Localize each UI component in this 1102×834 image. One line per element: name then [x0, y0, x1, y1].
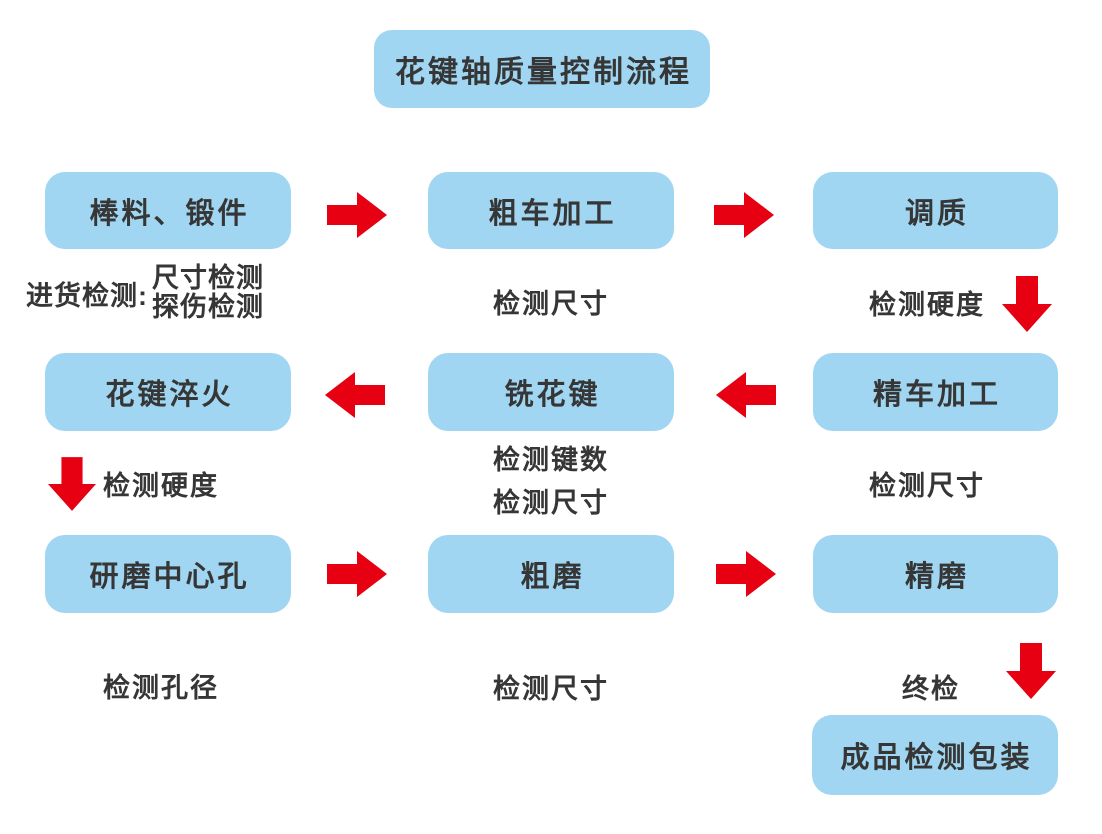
incoming-inspection-items: 尺寸检测 探伤检测: [152, 264, 264, 322]
arrow-right-icon: [716, 551, 776, 597]
node-rough-turning: 粗车加工: [428, 172, 674, 249]
node-quench-temper: 调质: [813, 172, 1058, 249]
annotation-after-fine-grinding: 终检: [902, 674, 960, 704]
node-spline-quench-label: 花键淬火: [105, 379, 234, 411]
node-rough-grinding: 粗磨: [428, 535, 674, 613]
annotation-after-quench-temper: 检测硬度: [869, 290, 985, 320]
node-raw-material-label: 棒料、锻件: [89, 197, 250, 230]
arrow-down-icon: [48, 456, 96, 512]
annotation-line: 检测尺寸: [493, 488, 609, 518]
incoming-inspection-prefix: 进货检测:: [26, 280, 148, 311]
arrow-left-icon: [325, 372, 385, 418]
page-title: 花键轴质量控制流程: [395, 56, 692, 89]
annotation-after-grind-center-hole: 检测孔径: [103, 673, 219, 703]
annotation-after-spline-quench: 检测硬度: [103, 471, 219, 501]
node-finish-turning-label: 精车加工: [872, 379, 1001, 411]
arrow-down-icon: [1006, 643, 1056, 699]
node-fine-grinding: 精磨: [813, 535, 1058, 613]
annotation-after-rough-turning: 检测尺寸: [493, 289, 609, 319]
incoming-inspection-item: 尺寸检测: [152, 263, 264, 293]
node-spline-milling-label: 铣花键: [504, 379, 601, 411]
title-box: 花键轴质量控制流程: [374, 30, 710, 108]
node-fine-grinding-label: 精磨: [904, 561, 969, 593]
annotation-incoming-inspection: 进货检测: 尺寸检测 探伤检测: [26, 262, 264, 324]
annotation-line: 检测键数: [493, 445, 609, 475]
annotation-after-spline-milling: 检测键数 检测尺寸: [428, 439, 674, 525]
node-spline-quench: 花键淬火: [45, 353, 291, 431]
node-final-inspection-packaging: 成品检测包装: [812, 715, 1058, 795]
arrow-right-icon: [714, 192, 774, 238]
arrow-right-icon: [327, 192, 387, 238]
node-grind-center-hole: 研磨中心孔: [45, 535, 291, 613]
annotation-after-rough-grinding: 检测尺寸: [493, 674, 609, 704]
arrow-down-icon: [1002, 276, 1052, 332]
arrow-left-icon: [716, 372, 776, 418]
node-spline-milling: 铣花键: [428, 353, 674, 431]
incoming-inspection-item: 探伤检测: [152, 292, 264, 322]
node-grind-center-hole-label: 研磨中心孔: [89, 561, 250, 593]
node-rough-turning-label: 粗车加工: [488, 197, 617, 230]
annotation-after-finish-turning: 检测尺寸: [869, 471, 985, 501]
node-final-inspection-packaging-label: 成品检测包装: [840, 742, 1033, 774]
node-finish-turning: 精车加工: [813, 353, 1058, 431]
node-rough-grinding-label: 粗磨: [520, 561, 585, 593]
arrow-right-icon: [327, 551, 387, 597]
node-quench-temper-label: 调质: [904, 197, 969, 230]
node-raw-material: 棒料、锻件: [45, 172, 291, 249]
